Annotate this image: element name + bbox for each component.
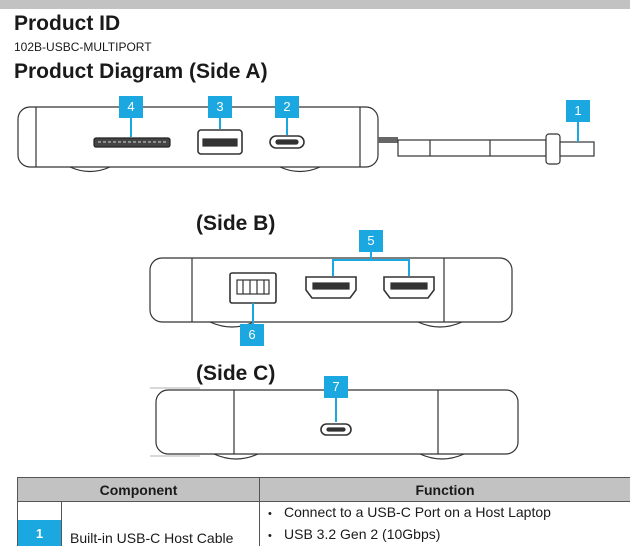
callout-6: 6 xyxy=(240,324,264,346)
callout-4: 4 xyxy=(119,96,143,118)
side-b-drawing xyxy=(149,252,513,328)
function-text: USB 3.2 Gen 2 (10Gbps) xyxy=(284,526,441,542)
side-a-drawing xyxy=(17,106,595,173)
top-header-bar xyxy=(0,0,630,9)
product-id-title: Product ID xyxy=(14,12,121,35)
bullet-icon: • xyxy=(268,530,272,542)
callout-1: 1 xyxy=(566,100,590,122)
bullet-icon: • xyxy=(268,508,272,520)
row-number-badge: 1 xyxy=(18,520,61,546)
function-item: • Connect to a USB-C Port on a Host Lapto… xyxy=(268,502,630,524)
diagram-title-side-b: (Side B) xyxy=(196,212,276,235)
device-diagrams xyxy=(17,106,595,460)
table-header-component: Component xyxy=(17,477,260,502)
table-header-function: Function xyxy=(259,477,630,502)
diagram-title-side-a: Product Diagram (Side A) xyxy=(14,60,268,83)
function-cell: • Connect to a USB-C Port on a Host Lapto… xyxy=(259,501,630,546)
product-id-value: 102B-USBC-MULTIPORT xyxy=(14,40,152,54)
callout-7: 7 xyxy=(324,376,348,398)
row-number-cell: 1 xyxy=(17,501,62,546)
function-text: Connect to a USB-C Port on a Host Laptop xyxy=(284,504,551,520)
table-row: 1 Built-in USB-C Host Cable • Connect to … xyxy=(17,501,630,546)
diagram-title-side-c: (Side C) xyxy=(196,362,276,385)
callout-5: 5 xyxy=(359,230,383,252)
function-item: • USB 3.2 Gen 2 (10Gbps) xyxy=(268,524,630,546)
callout-2: 2 xyxy=(275,96,299,118)
callout-3: 3 xyxy=(208,96,232,118)
component-function-table: Component Function 1 Built-in USB-C Host… xyxy=(17,477,630,546)
component-name: Built-in USB-C Host Cable xyxy=(61,501,260,546)
side-c-drawing xyxy=(150,387,519,460)
